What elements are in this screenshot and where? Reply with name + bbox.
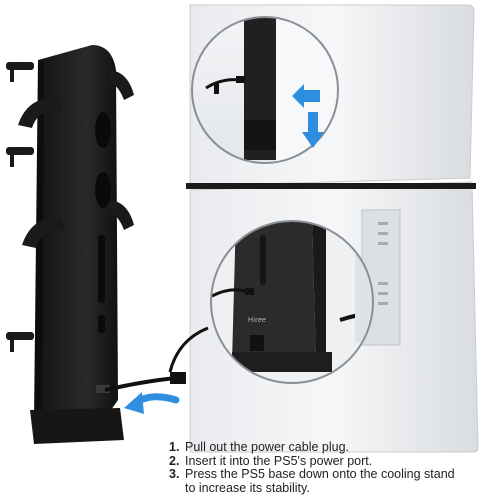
step-text: Insert it into the PS5's power port.	[185, 453, 373, 468]
instruction-step: 3. Press the PS5 base down onto the cool…	[169, 467, 499, 482]
instruction-list: 1. Pull out the power cable plug. 2. Ins…	[169, 440, 499, 496]
push-arrow-down-icon	[302, 112, 324, 148]
brand-logo: Hiree	[248, 317, 267, 324]
step-number: 1.	[169, 440, 180, 454]
step-text: Press the PS5 base down onto the cooling…	[185, 467, 455, 481]
instruction-step: 1. Pull out the power cable plug.	[169, 440, 499, 455]
instruction-step: 2. Insert it into the PS5's power port.	[169, 453, 499, 469]
step-text: Pull out the power cable plug.	[185, 440, 349, 454]
cooling-stand	[6, 45, 186, 444]
curved-guide-arrow-icon	[124, 392, 180, 414]
step-number: 3.	[169, 467, 180, 481]
step-text-continuation: to increase its stability.	[185, 480, 310, 495]
zoom-circle-bottom	[210, 220, 374, 384]
step-number: 2.	[169, 453, 180, 468]
power-cable	[168, 326, 209, 373]
instruction-step-continuation: to increase its stability.	[169, 480, 499, 496]
zoom-circle-top	[191, 16, 339, 164]
push-arrow-left-icon	[292, 84, 320, 108]
